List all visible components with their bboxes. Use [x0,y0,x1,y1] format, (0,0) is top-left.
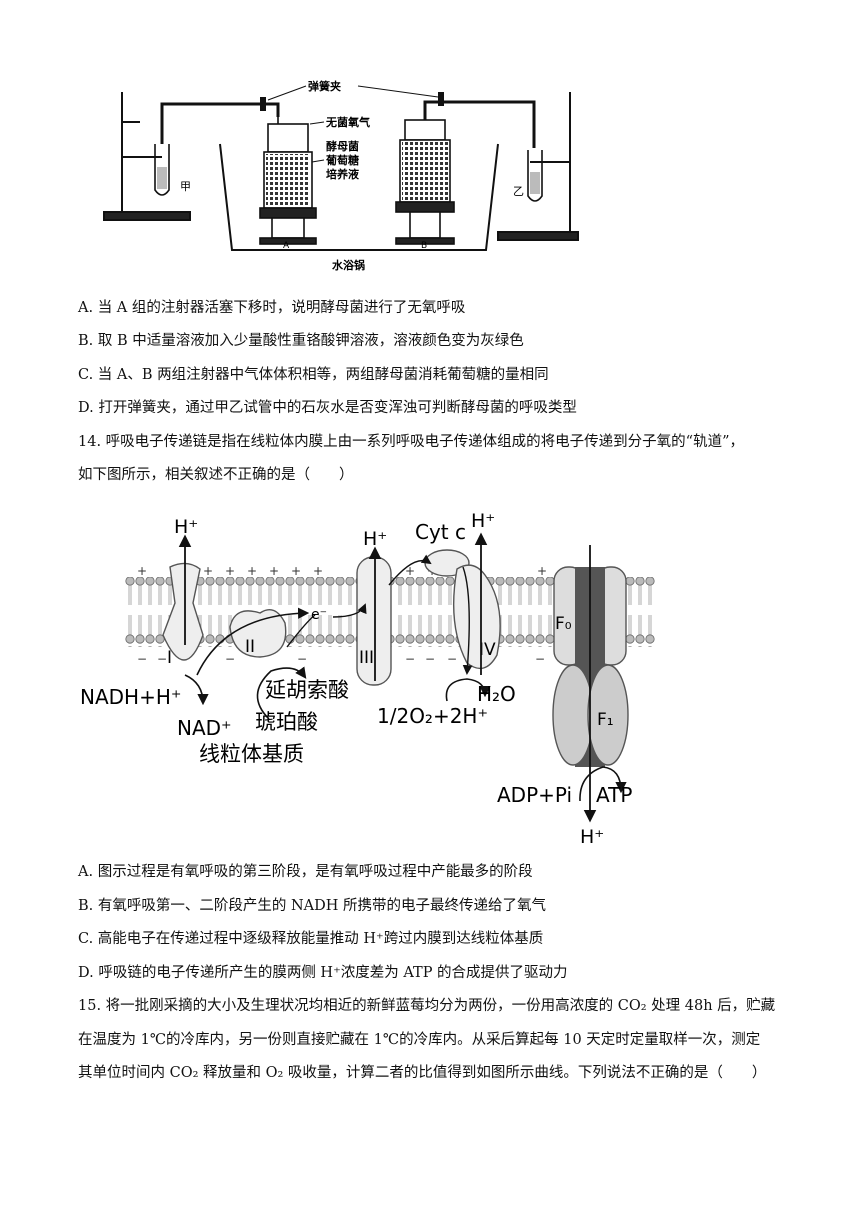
svg-text:+: + [137,564,147,578]
label-yeast: 酵母菌 [326,139,359,153]
complex-ii-label: II [245,637,255,657]
pipe-right [423,100,536,148]
svg-text:+: + [313,564,323,578]
svg-text:−: − [405,652,415,666]
atp-label: ATP [596,783,632,807]
svg-text:+: + [269,564,279,578]
label-jia: 甲 [180,180,191,193]
q14-option-c: C. 高能电子在传递过程中逐级释放能量推动 H⁺跨过内膜到达线粒体基质 [78,931,544,947]
svg-text:+: + [291,564,301,578]
label-oxygen: 无菌氧气 [325,115,370,129]
svg-text:−: − [225,652,235,666]
complex-ii-shape [229,609,287,658]
q15-stem-line1: 15. 将一批刚采摘的大小及生理状况均相近的新鲜蓝莓均分为两份，一份用高浓度的 … [78,998,776,1014]
q14-stem-line1: 14. 呼吸电子传递链是指在线粒体内膜上由一系列呼吸电子传递体组成的将电子传递到… [78,434,744,450]
pipe-left [160,102,280,144]
label-clip: 弹簧夹 [308,79,341,93]
tube-jia [154,144,170,196]
svg-text:−: − [137,652,147,666]
label-medium: 培养液 [326,167,360,181]
svg-text:+: + [247,564,257,578]
right-stand [497,92,579,241]
q15-stem-line3: 其单位时间内 CO₂ 释放量和 O₂ 吸收量，计算二者的比值得到如图所示曲线。下… [78,1065,767,1081]
cytc-label: Cyt c [415,520,466,544]
label-yi: 乙 [513,185,524,198]
e-minus-label: e⁻ [311,607,327,623]
complex-i-label: I [167,648,172,668]
q14-option-b: B. 有氧呼吸第一、二阶段产生的 NADH 所携带的电子最终传递给了氧气 [78,898,547,914]
f1-label: F₁ [597,710,614,730]
complex-iii-label: III [359,648,374,668]
h-plus-label-1: H⁺ [174,516,198,538]
charge-marks: +++ +++ +++ + −−− −−− −− [137,564,547,666]
label-bath: 水浴锅 [332,258,365,272]
yeast-apparatus-figure: 甲 弹簧夹 无菌氧气 酵母菌 葡萄糖 [103,79,579,272]
q14-option-d: D. 呼吸链的电子传递所产生的膜两侧 H⁺浓度差为 ATP 的合成提供了驱动力 [78,965,568,981]
syringe-a [259,117,317,245]
complex-iv-label: IV [479,640,496,660]
svg-text:−: − [535,652,545,666]
svg-text:−: − [447,652,457,666]
label-a: A [283,241,290,251]
q14-option-a: A. 图示过程是有氧呼吸的第三阶段，是有氧呼吸过程中产能最多的阶段 [78,864,533,880]
svg-text:−: − [425,652,435,666]
svg-text:+: + [405,564,415,578]
q13-option-a: A. 当 A 组的注射器活塞下移时，说明酵母菌进行了无氧呼吸 [78,300,466,316]
water-bath [219,143,499,251]
svg-text:+: + [537,564,547,578]
succinate-label: 琥珀酸 [255,710,318,734]
q14-stem-line2: 如下图所示，相关叙述不正确的是（ ） [78,467,354,483]
syringe-b [395,119,455,245]
label-b: B [421,241,427,251]
adp-label: ADP+Pi [497,783,572,807]
left-stand [103,92,191,221]
h2o-label: H₂O [477,682,516,706]
svg-text:+: + [203,564,213,578]
svg-text:−: − [297,652,307,666]
q13-option-d: D. 打开弹簧夹，通过甲乙试管中的石灰水是否变浑浊可判断酵母菌的呼吸类型 [78,400,577,416]
o2-label: 1/2O₂+2H⁺ [377,704,488,728]
complex-iv-shape [453,564,501,670]
h-plus-label-2: H⁺ [363,528,387,550]
label-glucose: 葡萄糖 [325,153,359,167]
h-plus-label-4: H⁺ [580,826,604,848]
q13-option-b: B. 取 B 中适量溶液加入少量酸性重铬酸钾溶液，溶液颜色变为灰绿色 [78,333,524,349]
electron-transport-chain-figure: +++ +++ +++ + −−− −−− −− I II III Cyt c … [80,510,655,848]
svg-text:+: + [225,564,235,578]
h-plus-label-3: H⁺ [471,510,495,532]
q15-stem-line2: 在温度为 1℃的冷库内，另一份则直接贮藏在 1℃的冷库内。从采后算起每 10 天… [78,1032,761,1048]
complex-i-shape [162,562,204,661]
f0-label: F₀ [555,614,572,634]
matrix-label: 线粒体基质 [199,742,304,766]
nadh-label: NADH+H⁺ [80,685,181,709]
tube-yi [527,150,543,202]
spring-clip-icon [260,92,444,111]
svg-text:−: − [157,652,167,666]
nad-label: NAD⁺ [177,716,232,740]
q13-option-c: C. 当 A、B 两组注射器中气体体积相等，两组酵母菌消耗葡萄糖的量相同 [78,367,549,383]
fumarate-label: 延胡索酸 [265,678,349,702]
